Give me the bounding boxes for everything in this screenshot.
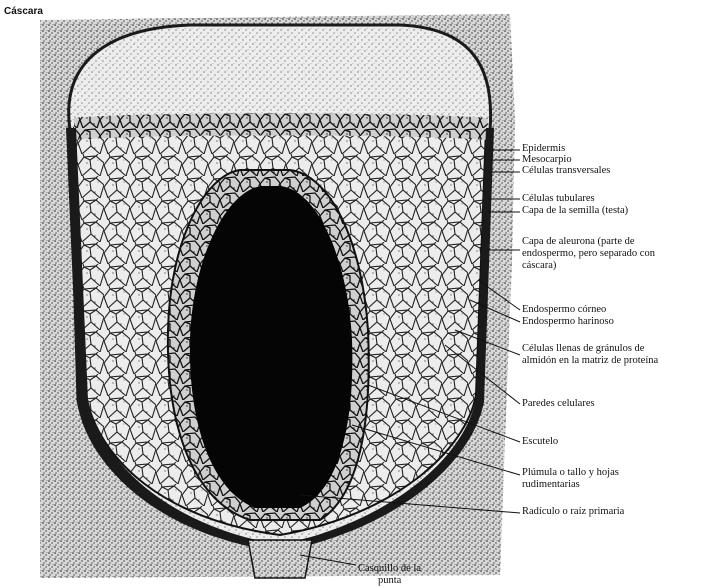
label-cross-cells: Células transversales — [522, 165, 610, 177]
label-tip-cap-line-2: punta — [378, 575, 401, 587]
label-aleurone-line-3: cáscara) — [522, 260, 556, 272]
label-scutellum: Escutelo — [522, 436, 558, 448]
label-cell-walls: Paredes celulares — [522, 398, 595, 410]
label-tube-cells: Células tubulares — [522, 193, 595, 205]
label-aleurone-line-2: endospermo, pero separado con — [522, 248, 655, 260]
tip-cap — [248, 540, 312, 578]
label-aleurone-line-1: Capa de aleurona (parte de — [522, 236, 635, 248]
label-plumule-line-2: rudimentarias — [522, 479, 580, 491]
germ — [190, 186, 352, 508]
label-radicle: Radículo o raíz primaria — [522, 506, 624, 518]
label-floury-endosperm: Endospermo harinoso — [522, 316, 614, 328]
label-tip-cap-line-1: Casquillo de la — [358, 563, 421, 575]
label-starch-cells-line-2: almidón en la matriz de proteína — [522, 355, 658, 367]
label-seed-coat: Capa de la semilla (testa) — [522, 205, 628, 217]
label-hull: Cáscara — [4, 6, 43, 18]
label-plumule-line-1: Plúmula o tallo y hojas — [522, 467, 619, 479]
label-horny-endosperm: Endospermo córneo — [522, 304, 606, 316]
label-starch-cells-line-1: Células llenas de gránulos de — [522, 343, 644, 355]
